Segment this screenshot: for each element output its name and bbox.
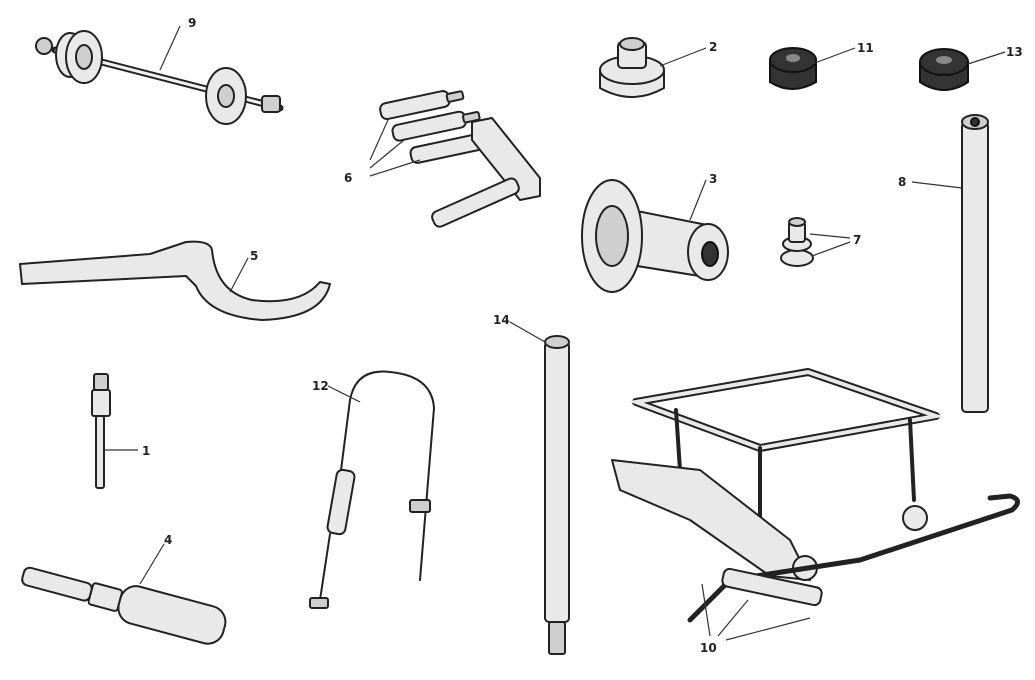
callout-5: 5 bbox=[250, 249, 258, 263]
tool-12-gauge bbox=[309, 370, 435, 609]
callout-4: 4 bbox=[164, 533, 172, 547]
tool-9-bearing-puller bbox=[35, 30, 284, 125]
leader-lines bbox=[104, 25, 1006, 641]
tool-5-hook-wrench bbox=[19, 240, 331, 321]
tool-8-tube bbox=[961, 114, 989, 413]
tool-7-valve bbox=[780, 217, 814, 267]
callout-8: 8 bbox=[898, 175, 906, 189]
tool-14-rod bbox=[544, 335, 570, 655]
tool-13-bush bbox=[919, 48, 969, 91]
callout-13: 13 bbox=[1006, 45, 1023, 59]
callout-9: 9 bbox=[188, 16, 196, 30]
tool-1-adapter bbox=[91, 373, 111, 489]
callout-3: 3 bbox=[709, 172, 717, 186]
callout-11: 11 bbox=[857, 41, 874, 55]
callout-2: 2 bbox=[709, 40, 717, 54]
tool-11-bush bbox=[769, 47, 817, 90]
callout-12: 12 bbox=[312, 379, 329, 393]
tool-2-adapter bbox=[599, 37, 665, 98]
callout-10: 10 bbox=[700, 641, 717, 655]
callout-1: 1 bbox=[142, 444, 150, 458]
tool-10-lifting-stand bbox=[611, 368, 1020, 623]
callout-7: 7 bbox=[853, 233, 861, 247]
callout-6: 6 bbox=[344, 171, 352, 185]
callout-labels: 1 2 3 4 5 6 7 8 9 10 11 12 13 14 bbox=[142, 16, 1023, 655]
callout-14: 14 bbox=[493, 313, 510, 327]
tool-6-pin-set bbox=[379, 90, 541, 228]
tool-4-drift bbox=[21, 566, 227, 645]
tool-3-sleeve bbox=[581, 179, 729, 293]
